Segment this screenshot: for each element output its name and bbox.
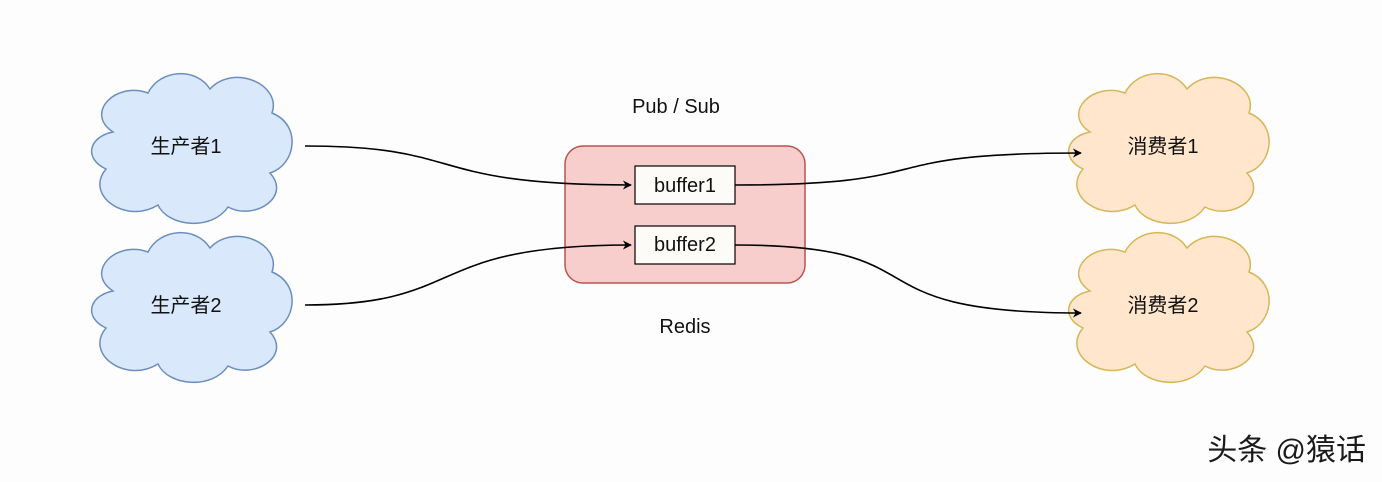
watermark-text: 头条 @猿话: [1207, 434, 1366, 467]
consumer-1-label: 消费者1: [1127, 135, 1198, 158]
edge-buffer2-consumer2: [734, 244, 1082, 318]
buffer-1: buffer1: [634, 165, 736, 205]
consumer-cloud-2: 消费者2: [1067, 231, 1270, 384]
buffer-1-box: [634, 165, 736, 205]
consumer-2-label: 消费者2: [1127, 294, 1198, 317]
edge-producer1-buffer1: [304, 145, 632, 190]
buffer-2-label: buffer2: [654, 234, 716, 256]
buffer-2-box: [634, 225, 736, 265]
buffer-1-label: buffer1: [654, 175, 716, 197]
producer-1-label: 生产者1: [150, 135, 221, 158]
redis-label: Redis: [659, 316, 710, 338]
consumer-cloud-1: 消费者1: [1067, 72, 1270, 225]
producer-cloud-2: 生产者2: [90, 231, 293, 384]
edge-producer2-buffer2: [304, 240, 632, 306]
edge-buffer1-consumer1: [734, 148, 1082, 186]
producer-cloud-1: 生产者1: [90, 72, 293, 225]
pubsub-label: Pub / Sub: [632, 96, 720, 118]
producer-2-label: 生产者2: [150, 294, 221, 317]
buffer-2: buffer2: [634, 225, 736, 265]
